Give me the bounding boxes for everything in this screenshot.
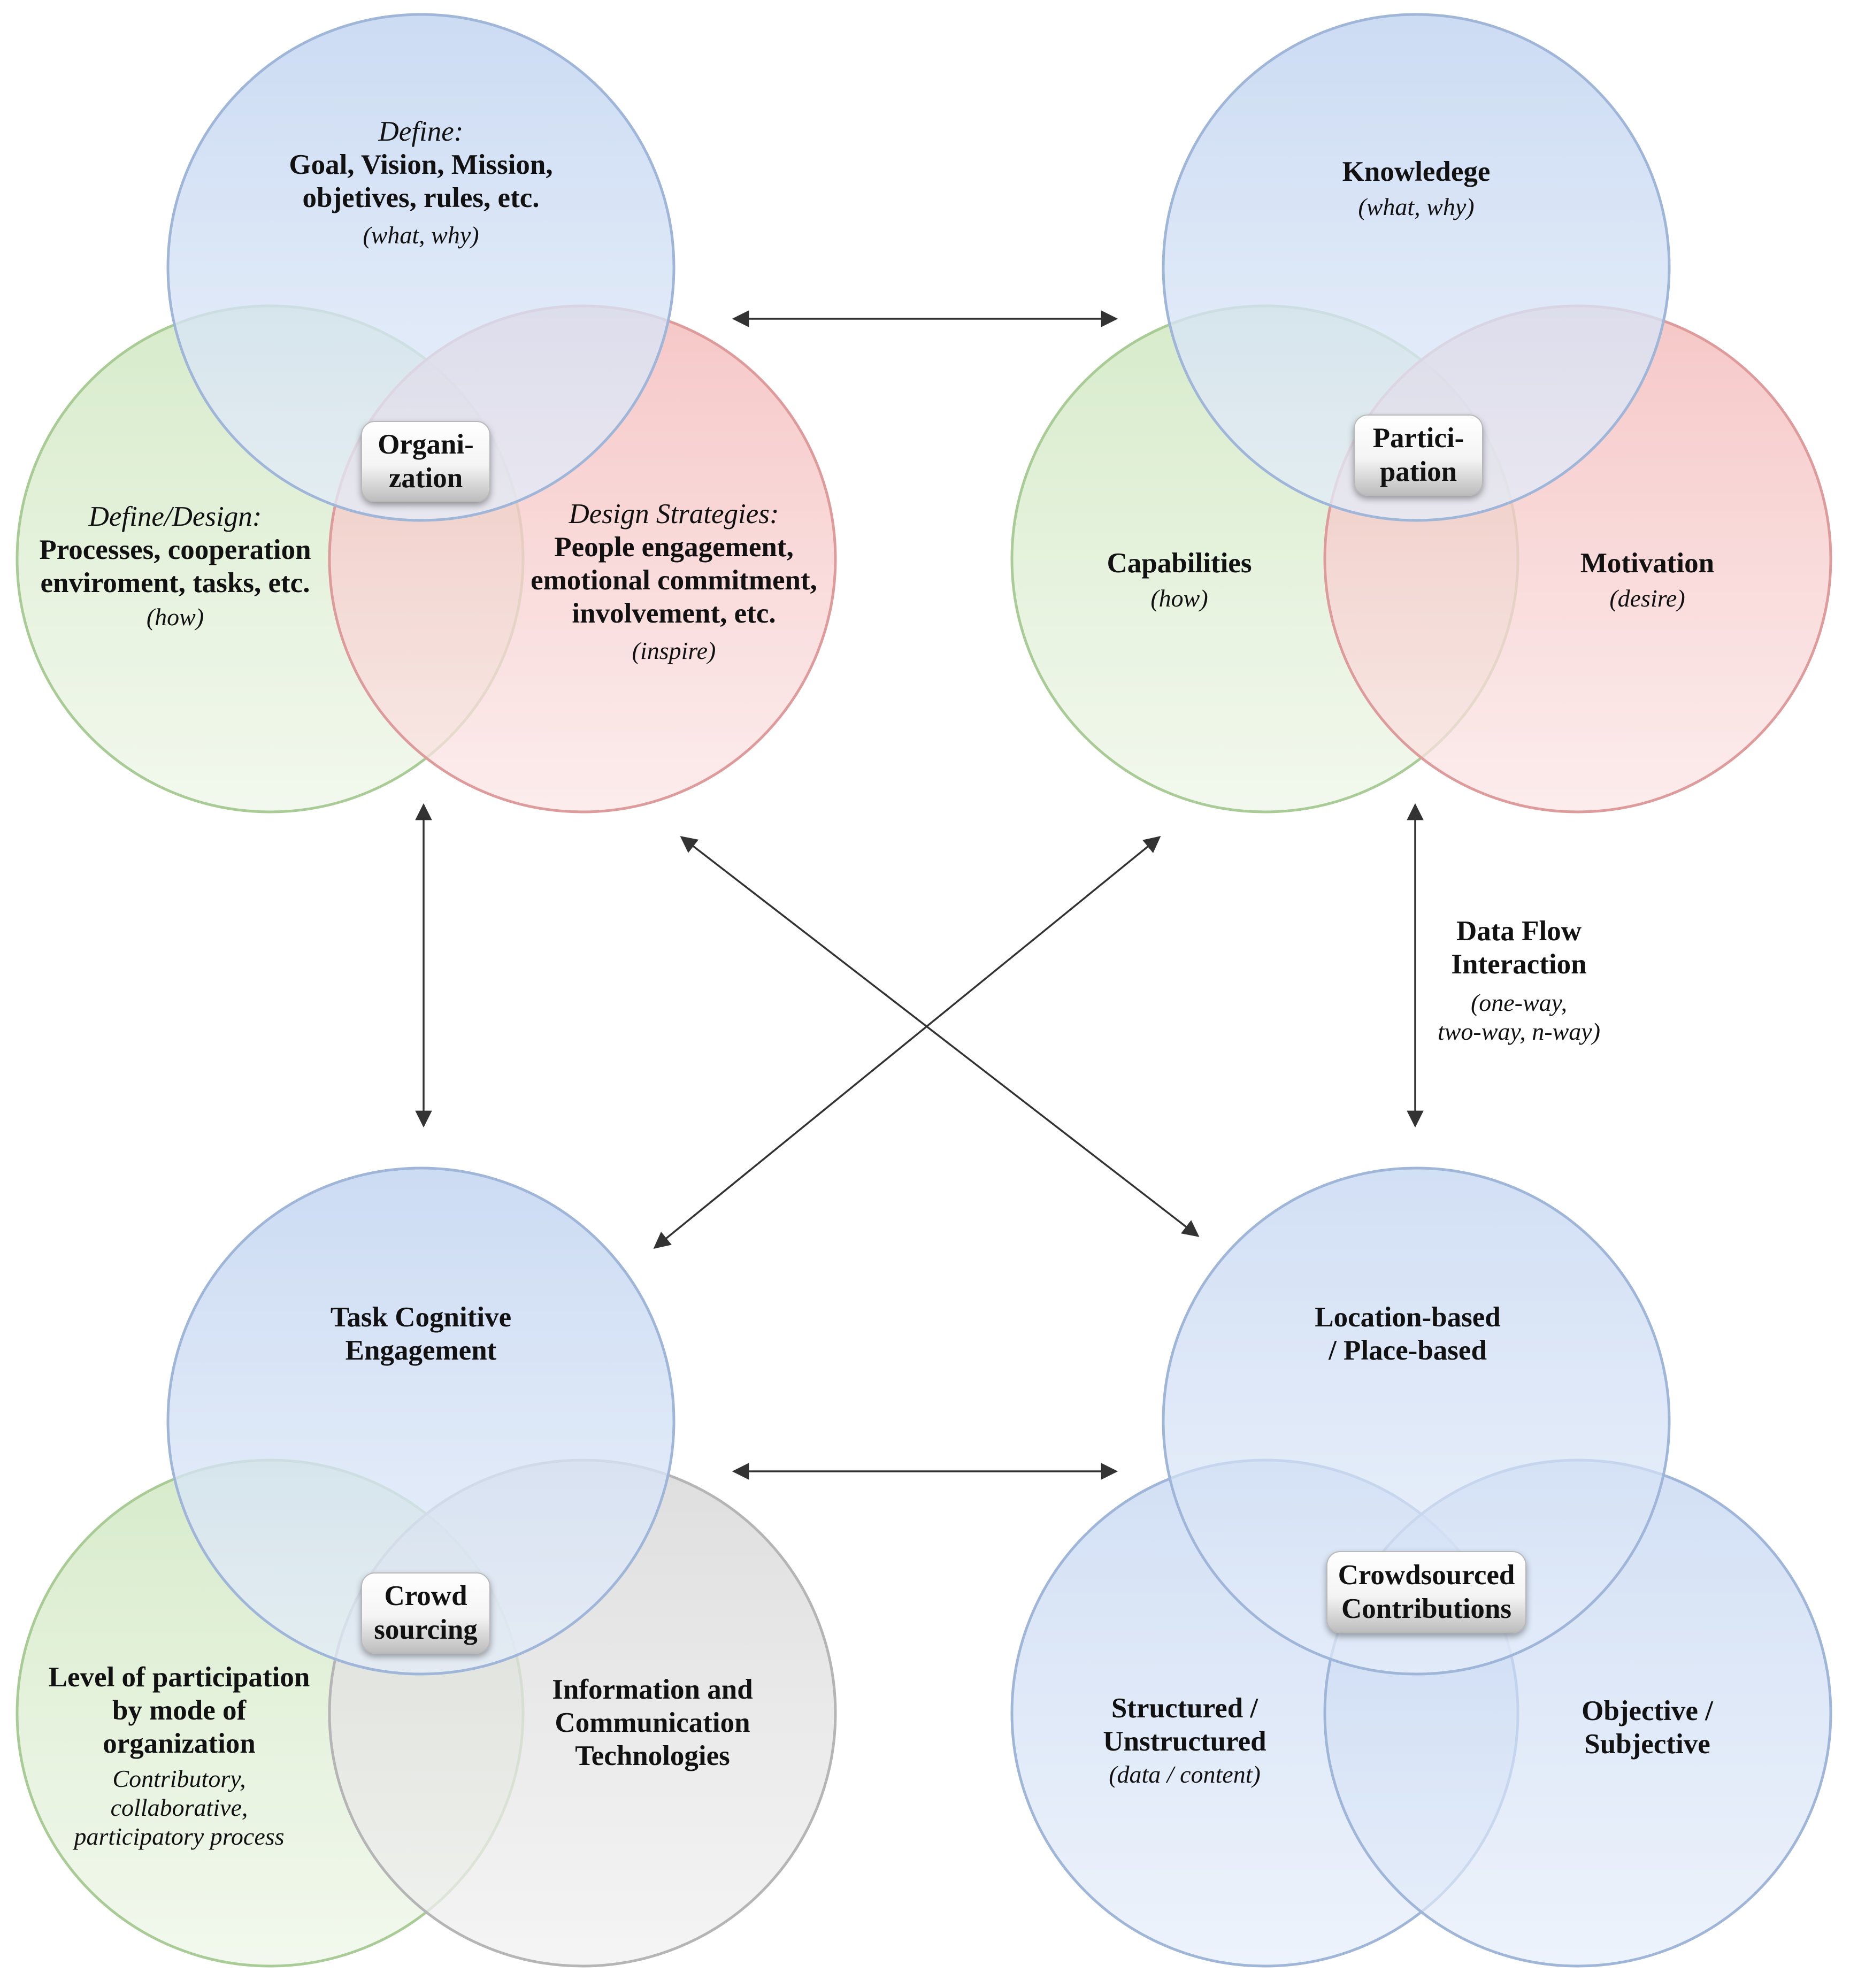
- contributions-badge-line-2: Contributions: [1341, 1593, 1512, 1624]
- crowdsourcing-top-line-2: Engagement: [345, 1335, 497, 1366]
- participation-badge-line-2: pation: [1379, 456, 1457, 487]
- organization-right-line-3: involvement, etc.: [572, 598, 776, 629]
- participation-right-label: Motivation (desire): [1487, 547, 1808, 613]
- contributions-top-line-2: / Place-based: [1329, 1335, 1487, 1366]
- crowdsourcing-right-line-2: Communication: [555, 1707, 750, 1738]
- crowdsourcing-badge: Crowd sourcing: [361, 1572, 490, 1654]
- crowdsourcing-right-label: Information and Communication Technologi…: [492, 1673, 813, 1772]
- crowdsourcing-left-note-3: participatory process: [74, 1822, 285, 1850]
- participation-left-note: (how): [1150, 585, 1208, 612]
- participation-top-note: (what, why): [1358, 193, 1475, 220]
- crowdsourcing-badge-line-1: Crowd: [384, 1580, 467, 1612]
- data-flow-note-1: (one-way,: [1470, 989, 1568, 1016]
- data-flow-label: Data Flow Interaction (one-way, two-way,…: [1369, 915, 1669, 1046]
- organization-right-line-1: People engagement,: [554, 532, 794, 563]
- contributions-badge-line-1: Crowdsourced: [1338, 1560, 1515, 1591]
- participation-top-label: Knowledege (what, why): [1256, 155, 1577, 221]
- crowdsourcing-left-line-1: Level of participation: [48, 1662, 310, 1693]
- arrow-diagonal-down-left: [653, 836, 1161, 1249]
- organization-left-label: Define/Design: Processes, cooperation en…: [16, 500, 334, 632]
- organization-right-line-2: emotional commitment,: [531, 565, 817, 596]
- contributions-right-line-1: Objective /: [1582, 1695, 1713, 1726]
- crowdsourcing-top-line-1: Task Cognitive: [330, 1302, 512, 1333]
- contributions-left-line-1: Structured /: [1111, 1693, 1258, 1724]
- organization-right-prefix: Design Strategies:: [569, 498, 779, 529]
- organization-right-note: (inspire): [632, 637, 716, 664]
- organization-left-prefix: Define/Design:: [88, 501, 262, 532]
- organization-badge: Organi- zation: [361, 421, 490, 502]
- crowdsourcing-left-label: Level of participation by mode of organi…: [19, 1661, 340, 1851]
- participation-badge: Partici- pation: [1354, 415, 1483, 496]
- participation-right-note: (desire): [1609, 585, 1685, 612]
- data-flow-line-2: Interaction: [1451, 949, 1587, 980]
- participation-top-title: Knowledege: [1342, 156, 1491, 187]
- organization-top-note: (what, why): [363, 221, 479, 249]
- contributions-left-note: (data / content): [1109, 1761, 1261, 1788]
- organization-left-note: (how): [146, 603, 204, 631]
- arrow-diagonal-down-right: [680, 836, 1200, 1237]
- contributions-badge: Crowdsourced Contributions: [1326, 1551, 1526, 1633]
- crowdsourcing-left-note-1: Contributory,: [112, 1765, 246, 1792]
- contributions-right-line-2: Subjective: [1584, 1729, 1710, 1760]
- organization-top-label: Define: Goal, Vision, Mission, objetives…: [260, 115, 581, 250]
- contributions-top-circle: [1162, 1166, 1671, 1676]
- organization-top-line-2: objetives, rules, etc.: [302, 182, 540, 213]
- crowdsourcing-left-line-3: organization: [103, 1728, 256, 1759]
- contributions-top-line-1: Location-based: [1315, 1302, 1501, 1333]
- data-flow-line-1: Data Flow: [1456, 916, 1582, 947]
- organization-left-line-2: enviroment, tasks, etc.: [40, 567, 310, 598]
- participation-top-circle: [1162, 13, 1671, 522]
- contributions-right-label: Objective / Subjective: [1487, 1694, 1808, 1761]
- data-flow-note-2: two-way, n-way): [1437, 1017, 1601, 1045]
- crowdsourcing-top-label: Task Cognitive Engagement: [260, 1301, 581, 1367]
- participation-badge-line-1: Partici-: [1372, 423, 1464, 454]
- participation-left-label: Capabilities (how): [1019, 547, 1340, 613]
- contributions-left-line-2: Unstructured: [1103, 1726, 1266, 1757]
- crowdsourcing-right-line-1: Information and: [552, 1674, 753, 1705]
- participation-right-title: Motivation: [1580, 548, 1715, 579]
- crowdsourcing-right-line-3: Technologies: [575, 1740, 730, 1771]
- crowdsourcing-top-circle: [166, 1166, 675, 1676]
- organization-top-prefix: Define:: [378, 116, 464, 147]
- organization-top-circle: [166, 13, 675, 522]
- organization-top-line-1: Goal, Vision, Mission,: [289, 149, 553, 180]
- organization-badge-line-2: zation: [388, 463, 463, 494]
- contributions-left-label: Structured / Unstructured (data / conten…: [1024, 1692, 1345, 1789]
- participation-venn: [1010, 13, 1832, 813]
- crowdsourcing-left-note-2: collaborative,: [110, 1793, 248, 1821]
- crowdsourcing-left-line-2: by mode of: [112, 1695, 247, 1726]
- organization-left-line-1: Processes, cooperation: [39, 534, 311, 565]
- crowdsourcing-badge-line-2: sourcing: [374, 1614, 478, 1645]
- contributions-top-label: Location-based / Place-based: [1247, 1301, 1568, 1367]
- organization-right-label: Design Strategies: People engagement, em…: [508, 497, 840, 665]
- participation-left-title: Capabilities: [1107, 548, 1252, 579]
- organization-badge-line-1: Organi-: [378, 429, 474, 460]
